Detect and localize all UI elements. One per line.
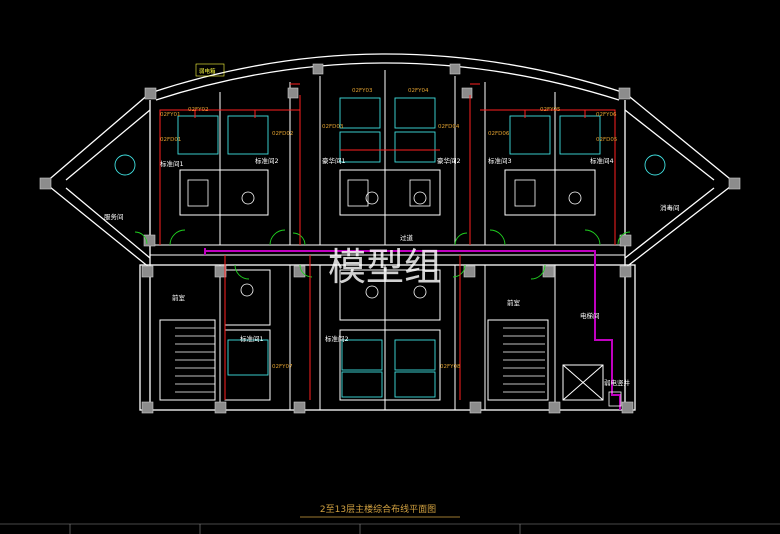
outlet-tag: 02FY08 (440, 364, 461, 370)
bathroom-fixtures (187, 179, 582, 299)
legend-note-text: 弱电箱 (199, 67, 216, 75)
wiring-runs (159, 83, 616, 400)
door-swings (134, 229, 631, 280)
outlet-tag: 02FY07 (272, 364, 293, 370)
outlet-tag: 02FY03 (352, 88, 373, 94)
room-label-std2-b: 标准间2 (325, 334, 349, 343)
room-label-stair-left: 前室 (172, 293, 186, 302)
room-label-std1: 标准间1 (160, 159, 184, 168)
watermark: 模型组 (328, 245, 442, 289)
outlet-tag: 02FY01 (160, 112, 181, 118)
outlet-tag: 02FY04 (408, 88, 429, 94)
outlet-tag: 02FD01 (160, 137, 181, 143)
room-label-stair-right: 前室 (507, 298, 521, 307)
room-labels: 标准间1 标准间2 豪华间1 豪华间2 标准间3 标准间4 过道 前室 前室 电… (104, 156, 680, 387)
room-label-luxury1: 豪华间1 (322, 156, 346, 165)
outlet-tag: 02FD03 (322, 124, 344, 130)
room-label-corridor: 过道 (400, 233, 414, 242)
outlet-tag: 02FY05 (540, 107, 561, 113)
outlet-tag: 02FD04 (438, 124, 460, 130)
room-label-std2: 标准间2 (255, 156, 279, 165)
room-label-service-left: 服务间 (104, 212, 124, 221)
title-block: 2至13层主楼综合布线平面图 (0, 503, 780, 534)
building-outline (43, 53, 737, 411)
stair-treads (175, 327, 545, 393)
room-label-std4: 标准间4 (590, 156, 614, 165)
outlet-tag: 02FD05 (596, 137, 618, 143)
outlet-tag: 02FD06 (488, 131, 510, 137)
room-label-luxury2: 豪华间2 (437, 156, 461, 165)
structural-columns (39, 63, 741, 414)
room-label-std3: 标准间3 (488, 156, 512, 165)
shaft-box (608, 391, 622, 407)
legend-note: 弱电箱 (195, 63, 225, 77)
outlet-tag: 02FD02 (272, 131, 293, 137)
room-label-service-right: 消毒间 (660, 203, 680, 212)
room-label-shaft: 弱电竖井 (604, 378, 631, 387)
furniture (114, 97, 666, 398)
cable-tray (204, 248, 621, 410)
room-label-std1-b: 标准间1 (240, 334, 264, 343)
drawing-title: 2至13层主楼综合布线平面图 (320, 503, 436, 515)
outlet-tags: 02FY01 02FY02 02FD01 02FD02 02FY03 02FY0… (160, 88, 618, 370)
partition-walls (150, 70, 625, 410)
room-label-elevator: 电梯间 (580, 311, 600, 320)
outlet-tag: 02FY02 (188, 107, 209, 113)
outlet-tag: 02FY06 (596, 112, 617, 118)
